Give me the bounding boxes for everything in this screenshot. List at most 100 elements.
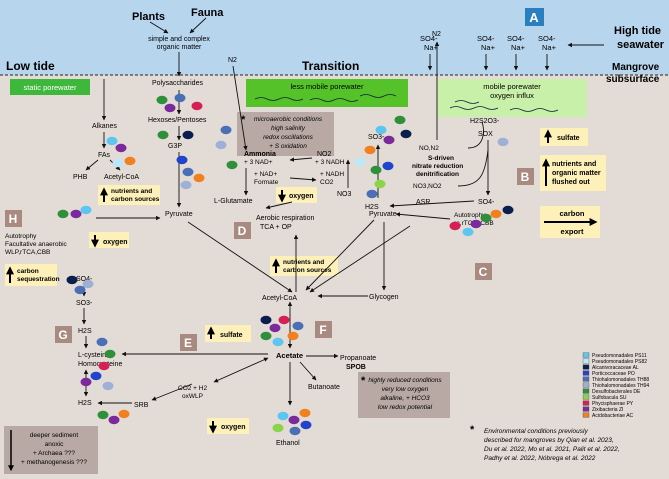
cysteine-label: L-cysteine [78, 352, 110, 359]
taxon-marker-ellipse [80, 205, 92, 215]
oxygen-d-label: oxygen [289, 193, 314, 200]
taxon-marker-ellipse [394, 115, 406, 125]
panel-b-box [517, 168, 534, 185]
taxon-marker-ellipse [272, 337, 284, 347]
taxon-marker-ellipse [182, 167, 194, 177]
n2-right-label: N2 [432, 31, 441, 38]
so4-right-label: SO4- [478, 199, 495, 206]
taxon-marker-ellipse [220, 125, 232, 135]
arrow-c-to-acetylcoa [309, 225, 411, 293]
legend-label: Desulfobacterales DE [592, 389, 641, 395]
legend-swatch [582, 382, 590, 388]
autotrophy-h-line3: WLP,rTCA,CBB [5, 249, 50, 256]
mobile-porewater-line1: mobile porewater [483, 82, 541, 91]
seawater-label: seawater [617, 39, 665, 51]
h2s2o3-label: H2S2O3- [470, 118, 500, 125]
nutrients-flushed-line1: nutrients and [552, 161, 596, 168]
sulfate-b-label: sulfate [557, 135, 580, 142]
taxon-marker-ellipse [226, 160, 238, 170]
so4-g-label: SO4- [76, 276, 93, 283]
taxon-marker-ellipse [98, 361, 110, 371]
arrow-to-phb [85, 159, 99, 171]
taxon-markers [57, 93, 514, 436]
panel-e-box [180, 334, 197, 351]
taxon-marker-ellipse [164, 103, 176, 113]
taxon-marker-ellipse [157, 130, 169, 140]
nutrients-carbon-left-line2: carbon sources [111, 196, 160, 203]
taxon-marker-ellipse [96, 337, 108, 347]
nutrients-flushed-line2: organic matter [552, 170, 601, 177]
mobile-porewater-box [437, 79, 587, 117]
legend-label: Thiohalomonadales TH94 [592, 383, 649, 389]
reduced-line4: low redox potential [378, 404, 433, 411]
acetate-label: Acetate [276, 351, 303, 360]
nad3-label: + 3 NAD+ [244, 159, 273, 166]
no-n2-label: NO,N2 [419, 145, 439, 152]
oxygen-box-d [276, 187, 317, 203]
legend-swatch [582, 358, 590, 364]
co2-label: CO2 [320, 179, 334, 186]
taxon-marker-ellipse [180, 180, 192, 190]
footnote-line3: Du et al. 2022, Mo et al. 2021, Palit et… [484, 446, 620, 453]
taxon-marker-ellipse [382, 161, 394, 171]
co2-h2-label: CO2 + H2 [178, 385, 207, 392]
taxon-marker-ellipse [269, 323, 281, 333]
transition-label: Transition [302, 59, 359, 73]
taxon-marker-ellipse [375, 125, 387, 135]
pyruvate-right-label: Pyruvate [369, 211, 397, 218]
h2s-bottom-label: H2S [78, 400, 92, 407]
panel-f-letter: F [319, 323, 326, 337]
taxon-marker-ellipse [502, 205, 514, 215]
arrow-formate-co2 [289, 177, 317, 182]
taxon-marker-ellipse [260, 315, 272, 325]
microaerobic-line2: high salinity [271, 125, 306, 132]
microaerobic-line1: microaerobic conditions [254, 116, 323, 123]
s-driven-line1: S-driven [428, 155, 454, 162]
ion-na-3: Na+ [511, 43, 526, 52]
legend-swatch [582, 364, 590, 370]
carbon-export-line2: export [561, 227, 584, 236]
so3-label: SO3- [368, 134, 385, 141]
arrow-sdriven-arc1 [467, 121, 484, 149]
so3-g-label: SO3- [76, 300, 93, 307]
taxon-marker-ellipse [287, 331, 299, 341]
taxon-marker-ellipse [66, 275, 78, 285]
taxon-marker-ellipse [106, 136, 118, 146]
microaerobic-line4: + S oxidation [269, 143, 307, 150]
legend-swatch [582, 400, 590, 406]
reduced-line1: highly reduced conditions [368, 377, 442, 384]
footnote-line4: Padhy et al. 2022, Nóbrega et al. 2022 [484, 455, 596, 462]
no3-label: NO3 [337, 191, 352, 198]
autotrophy-h-line2: Facultative anaerobic [5, 241, 68, 248]
panel-g-letter: G [58, 328, 67, 342]
taxon-marker-ellipse [118, 409, 130, 419]
s-driven-line3: denitrification [416, 171, 459, 178]
taxon-marker-ellipse [112, 158, 124, 168]
panel-h-letter: H [9, 212, 18, 226]
taxon-marker-ellipse [102, 381, 114, 391]
arrow-ammonia-no2 [289, 157, 313, 162]
taxon-marker-ellipse [82, 279, 94, 289]
legend-swatch [582, 406, 590, 412]
static-porewater-box [10, 79, 90, 95]
organic-matter-line2: organic matter [157, 44, 202, 51]
taxon-marker-ellipse [277, 411, 289, 421]
nutrients-carbon-box-center [270, 256, 338, 276]
taxon-marker-ellipse [300, 420, 312, 430]
carbon-export-line1: carbon [559, 209, 584, 218]
legend-swatch [582, 376, 590, 382]
oxwlp-label: oxWLP [182, 393, 203, 400]
n2-left-label: N2 [228, 57, 237, 64]
deep-line2: anoxic [45, 441, 65, 448]
taxon-marker-ellipse [108, 415, 120, 425]
arrow-co2-acetate [213, 357, 269, 383]
taxon-marker-ellipse [366, 189, 378, 199]
oxygen-wave-marks [449, 100, 559, 112]
panel-d-letter: D [238, 224, 247, 238]
carbon-seq-line1: carbon [17, 268, 39, 275]
taxon-marker-ellipse [70, 209, 82, 219]
panel-f-box [315, 321, 332, 338]
panel-a-letter: A [529, 10, 539, 25]
formate-label: Formate [254, 179, 279, 186]
